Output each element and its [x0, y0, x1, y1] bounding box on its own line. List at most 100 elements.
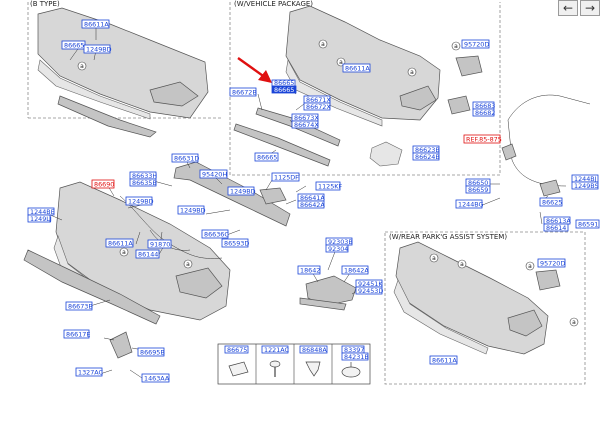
- svg-text:92451K: 92451K: [358, 280, 383, 288]
- svg-text:a: a: [122, 249, 126, 256]
- callout-a[interactable]: a: [318, 39, 328, 49]
- svg-text:86673X: 86673X: [294, 114, 319, 122]
- part-label[interactable]: 1249LJ: [27, 214, 52, 223]
- callout-a[interactable]: a: [451, 41, 461, 51]
- part-label[interactable]: 86695B: [137, 347, 165, 357]
- part-label[interactable]: 86614: [543, 223, 569, 232]
- part-label[interactable]: 1249BD: [83, 44, 112, 54]
- part-label[interactable]: 1249BS: [571, 181, 599, 190]
- legend-code[interactable]: 1221AC: [261, 345, 290, 354]
- part-label[interactable]: 1125KF: [315, 181, 342, 191]
- svg-text:86665: 86665: [64, 41, 84, 49]
- part-label[interactable]: 1244BG: [455, 199, 484, 209]
- svg-text:86695B: 86695B: [140, 348, 165, 356]
- svg-text:86665: 86665: [257, 153, 277, 161]
- part-label[interactable]: 18642: [297, 265, 321, 275]
- part-label[interactable]: 86611A: [105, 238, 134, 248]
- section-title-rear-park-assist: (W/REAR PARK'G ASSIST SYSTEM): [389, 233, 507, 241]
- part-label[interactable]: 86591: [575, 219, 600, 229]
- callout-a[interactable]: a: [525, 261, 535, 271]
- part-label[interactable]: 1249BD: [227, 186, 256, 196]
- svg-text:86642A: 86642A: [300, 201, 325, 209]
- svg-text:86625: 86625: [542, 198, 562, 206]
- svg-text:95720D: 95720D: [540, 259, 565, 267]
- svg-text:86659: 86659: [468, 186, 488, 194]
- part-labels: 86611A 86665 1249BD 86665 86665 86672B 8…: [27, 19, 600, 383]
- legend-code[interactable]: 84231B: [341, 352, 369, 361]
- part-label[interactable]: 86682: [472, 108, 495, 117]
- section-title-b-type: (B TYPE): [30, 0, 60, 8]
- part-label[interactable]: 86144: [135, 249, 160, 259]
- bumper-main-assembly: [23, 161, 357, 359]
- callout-a[interactable]: a: [183, 259, 193, 269]
- svg-text:a: a: [528, 263, 532, 270]
- part-label[interactable]: 86617E: [63, 329, 90, 339]
- part-label[interactable]: 86611A: [81, 19, 110, 29]
- cap-icon: [341, 362, 361, 378]
- part-label-red[interactable]: 86690: [91, 179, 115, 189]
- highlight-arrow-icon: [237, 57, 272, 83]
- svg-text:86593D: 86593D: [224, 239, 249, 247]
- svg-text:92304: 92304: [328, 245, 348, 253]
- svg-text:86635B: 86635B: [132, 179, 157, 187]
- part-label[interactable]: 1327AC: [75, 367, 104, 377]
- bumper-b-type: [37, 7, 209, 138]
- part-label[interactable]: 86674X: [291, 120, 319, 129]
- part-label[interactable]: 86659: [465, 185, 491, 194]
- svg-text:86674X: 86674X: [294, 121, 319, 129]
- callout-a[interactable]: a: [77, 61, 87, 71]
- legend-code[interactable]: 86848A: [299, 345, 328, 354]
- callout-a[interactable]: a: [429, 253, 439, 263]
- svg-text:1327AC: 1327AC: [78, 368, 104, 376]
- part-label[interactable]: 95420H: [199, 169, 228, 179]
- callout-a[interactable]: a: [407, 67, 417, 77]
- part-label[interactable]: 18642A: [341, 265, 369, 275]
- part-label[interactable]: 86665: [61, 40, 86, 50]
- part-label[interactable]: 95720D: [461, 39, 490, 49]
- part-label[interactable]: 91870: [147, 239, 172, 249]
- callout-a[interactable]: a: [457, 259, 467, 269]
- part-label[interactable]: 86642A: [297, 200, 325, 209]
- part-label[interactable]: 1463AA: [141, 373, 170, 383]
- callout-a[interactable]: a: [119, 247, 129, 257]
- svg-text:a: a: [460, 261, 464, 268]
- svg-text:86683: 86683: [475, 102, 495, 110]
- part-label[interactable]: 86672X: [303, 102, 331, 111]
- part-label-highlighted[interactable]: 86665: [271, 85, 297, 94]
- part-label[interactable]: 1125DF: [271, 172, 300, 182]
- svg-text:1249BD: 1249BD: [230, 187, 256, 195]
- legend-code[interactable]: 86675: [224, 345, 249, 354]
- svg-text:1249BD: 1249BD: [86, 45, 112, 53]
- part-label[interactable]: 1249BD: [125, 196, 154, 206]
- part-label[interactable]: 86624B: [412, 152, 440, 161]
- svg-text:86672B: 86672B: [232, 88, 257, 96]
- callout-a[interactable]: a: [569, 317, 579, 327]
- svg-text:86611A: 86611A: [108, 239, 133, 247]
- svg-text:86671X: 86671X: [306, 96, 331, 104]
- svg-text:18642: 18642: [300, 266, 320, 274]
- svg-text:86675: 86675: [227, 346, 247, 354]
- svg-text:86682: 86682: [475, 109, 495, 117]
- part-label[interactable]: 86665: [254, 152, 279, 162]
- part-label[interactable]: 86635B: [129, 178, 157, 187]
- part-label[interactable]: 95720D: [537, 258, 566, 268]
- part-label[interactable]: 92304: [325, 244, 349, 253]
- part-label[interactable]: 86631D: [171, 153, 199, 163]
- part-label[interactable]: 86611A: [429, 355, 458, 365]
- part-label[interactable]: 92453D: [355, 286, 383, 295]
- part-label[interactable]: 1249BD: [177, 205, 206, 215]
- ref-label[interactable]: REF.85-875: [463, 134, 502, 144]
- svg-text:a: a: [321, 41, 325, 48]
- previous-arrow-icon[interactable]: ←: [558, 0, 578, 16]
- svg-text:1125KF: 1125KF: [318, 182, 342, 190]
- svg-text:86848A: 86848A: [302, 346, 327, 354]
- svg-text:86631D: 86631D: [174, 154, 199, 162]
- part-label[interactable]: 86672B: [229, 87, 257, 97]
- part-label[interactable]: 86611A: [342, 63, 371, 73]
- svg-text:86623B: 86623B: [415, 146, 440, 154]
- part-label[interactable]: 86625: [539, 197, 563, 207]
- next-arrow-icon[interactable]: →: [580, 0, 600, 16]
- part-label[interactable]: 86593D: [221, 238, 249, 248]
- part-label[interactable]: 86636C: [201, 229, 229, 239]
- part-label[interactable]: 86673B: [65, 301, 93, 311]
